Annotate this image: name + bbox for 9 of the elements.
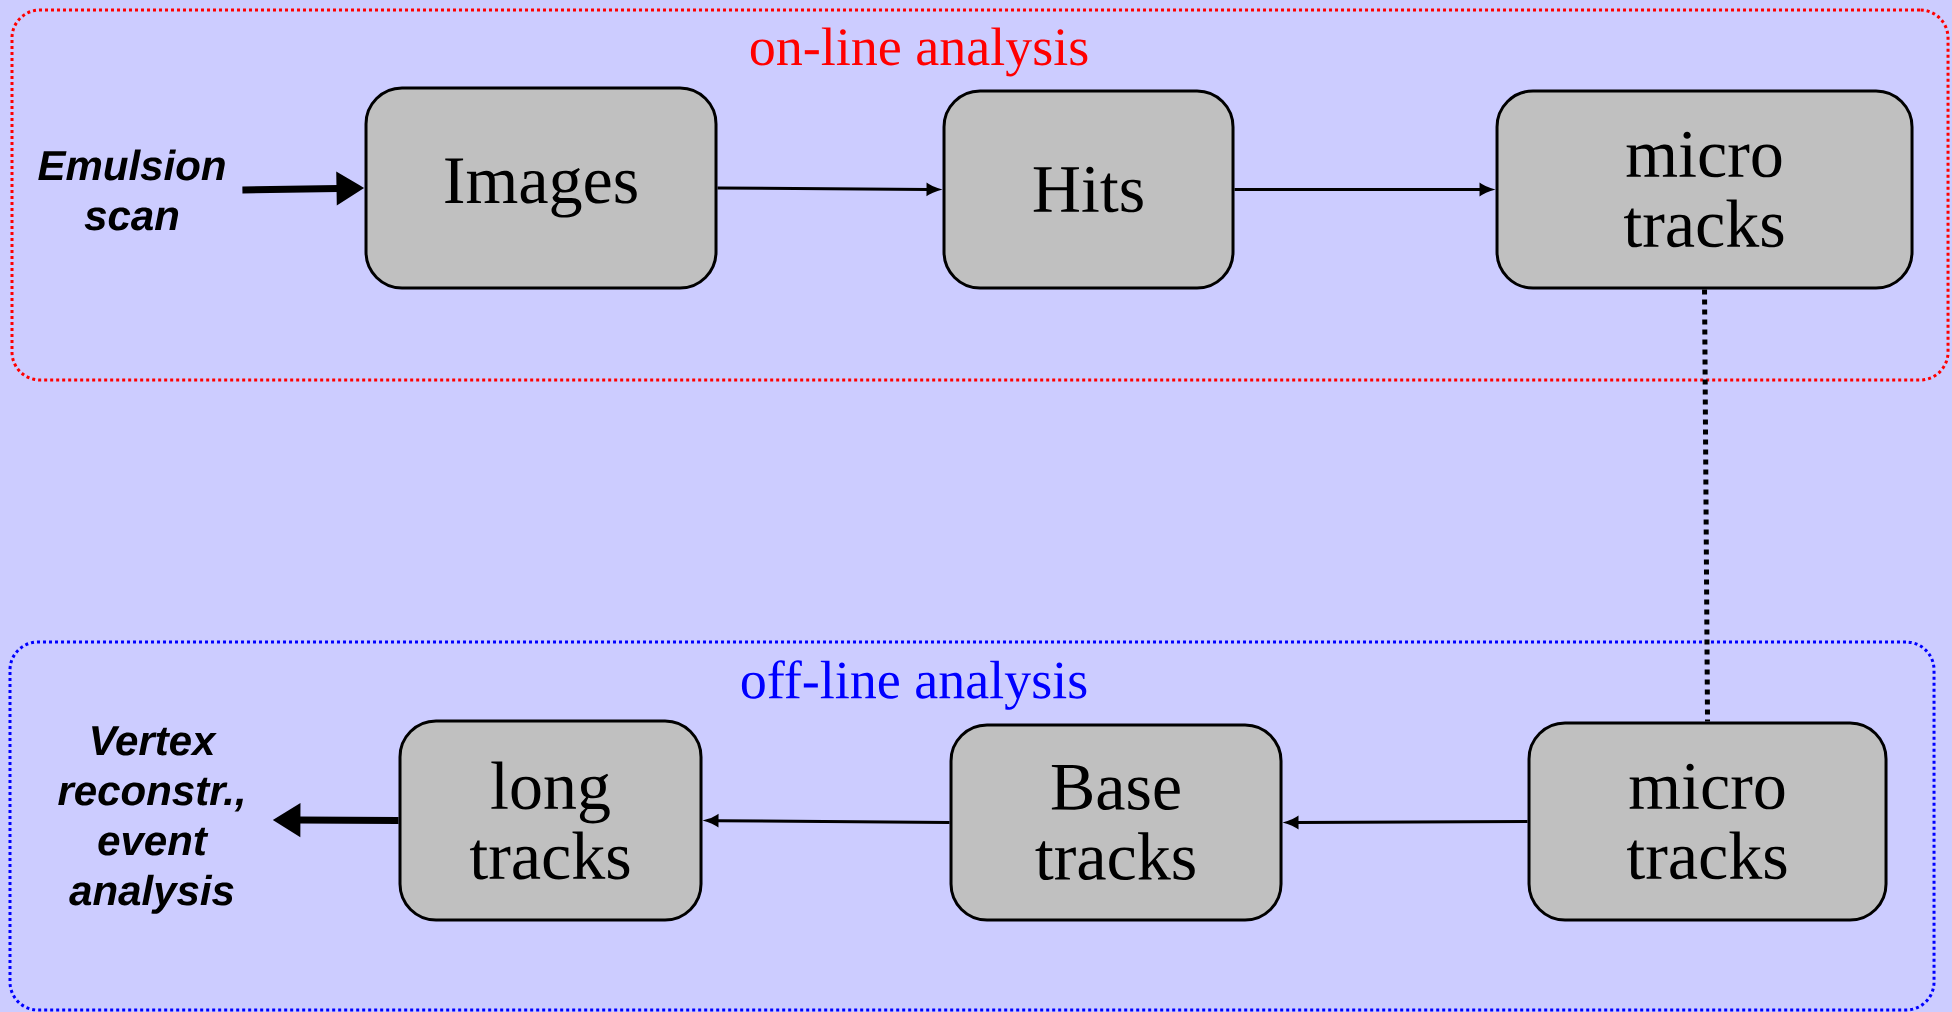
process-box: Hits [942,89,1235,290]
process-box: Base tracks [949,723,1283,922]
connector-line [1702,289,1710,722]
process-box: long tracks [398,719,703,922]
process-box: micro tracks [1527,721,1888,922]
process-box: micro tracks [1495,89,1914,290]
text-label: Vertex reconstr., event analysis [58,726,243,914]
text-label: Emulsion scan [38,149,225,231]
process-box: Images [364,86,718,290]
